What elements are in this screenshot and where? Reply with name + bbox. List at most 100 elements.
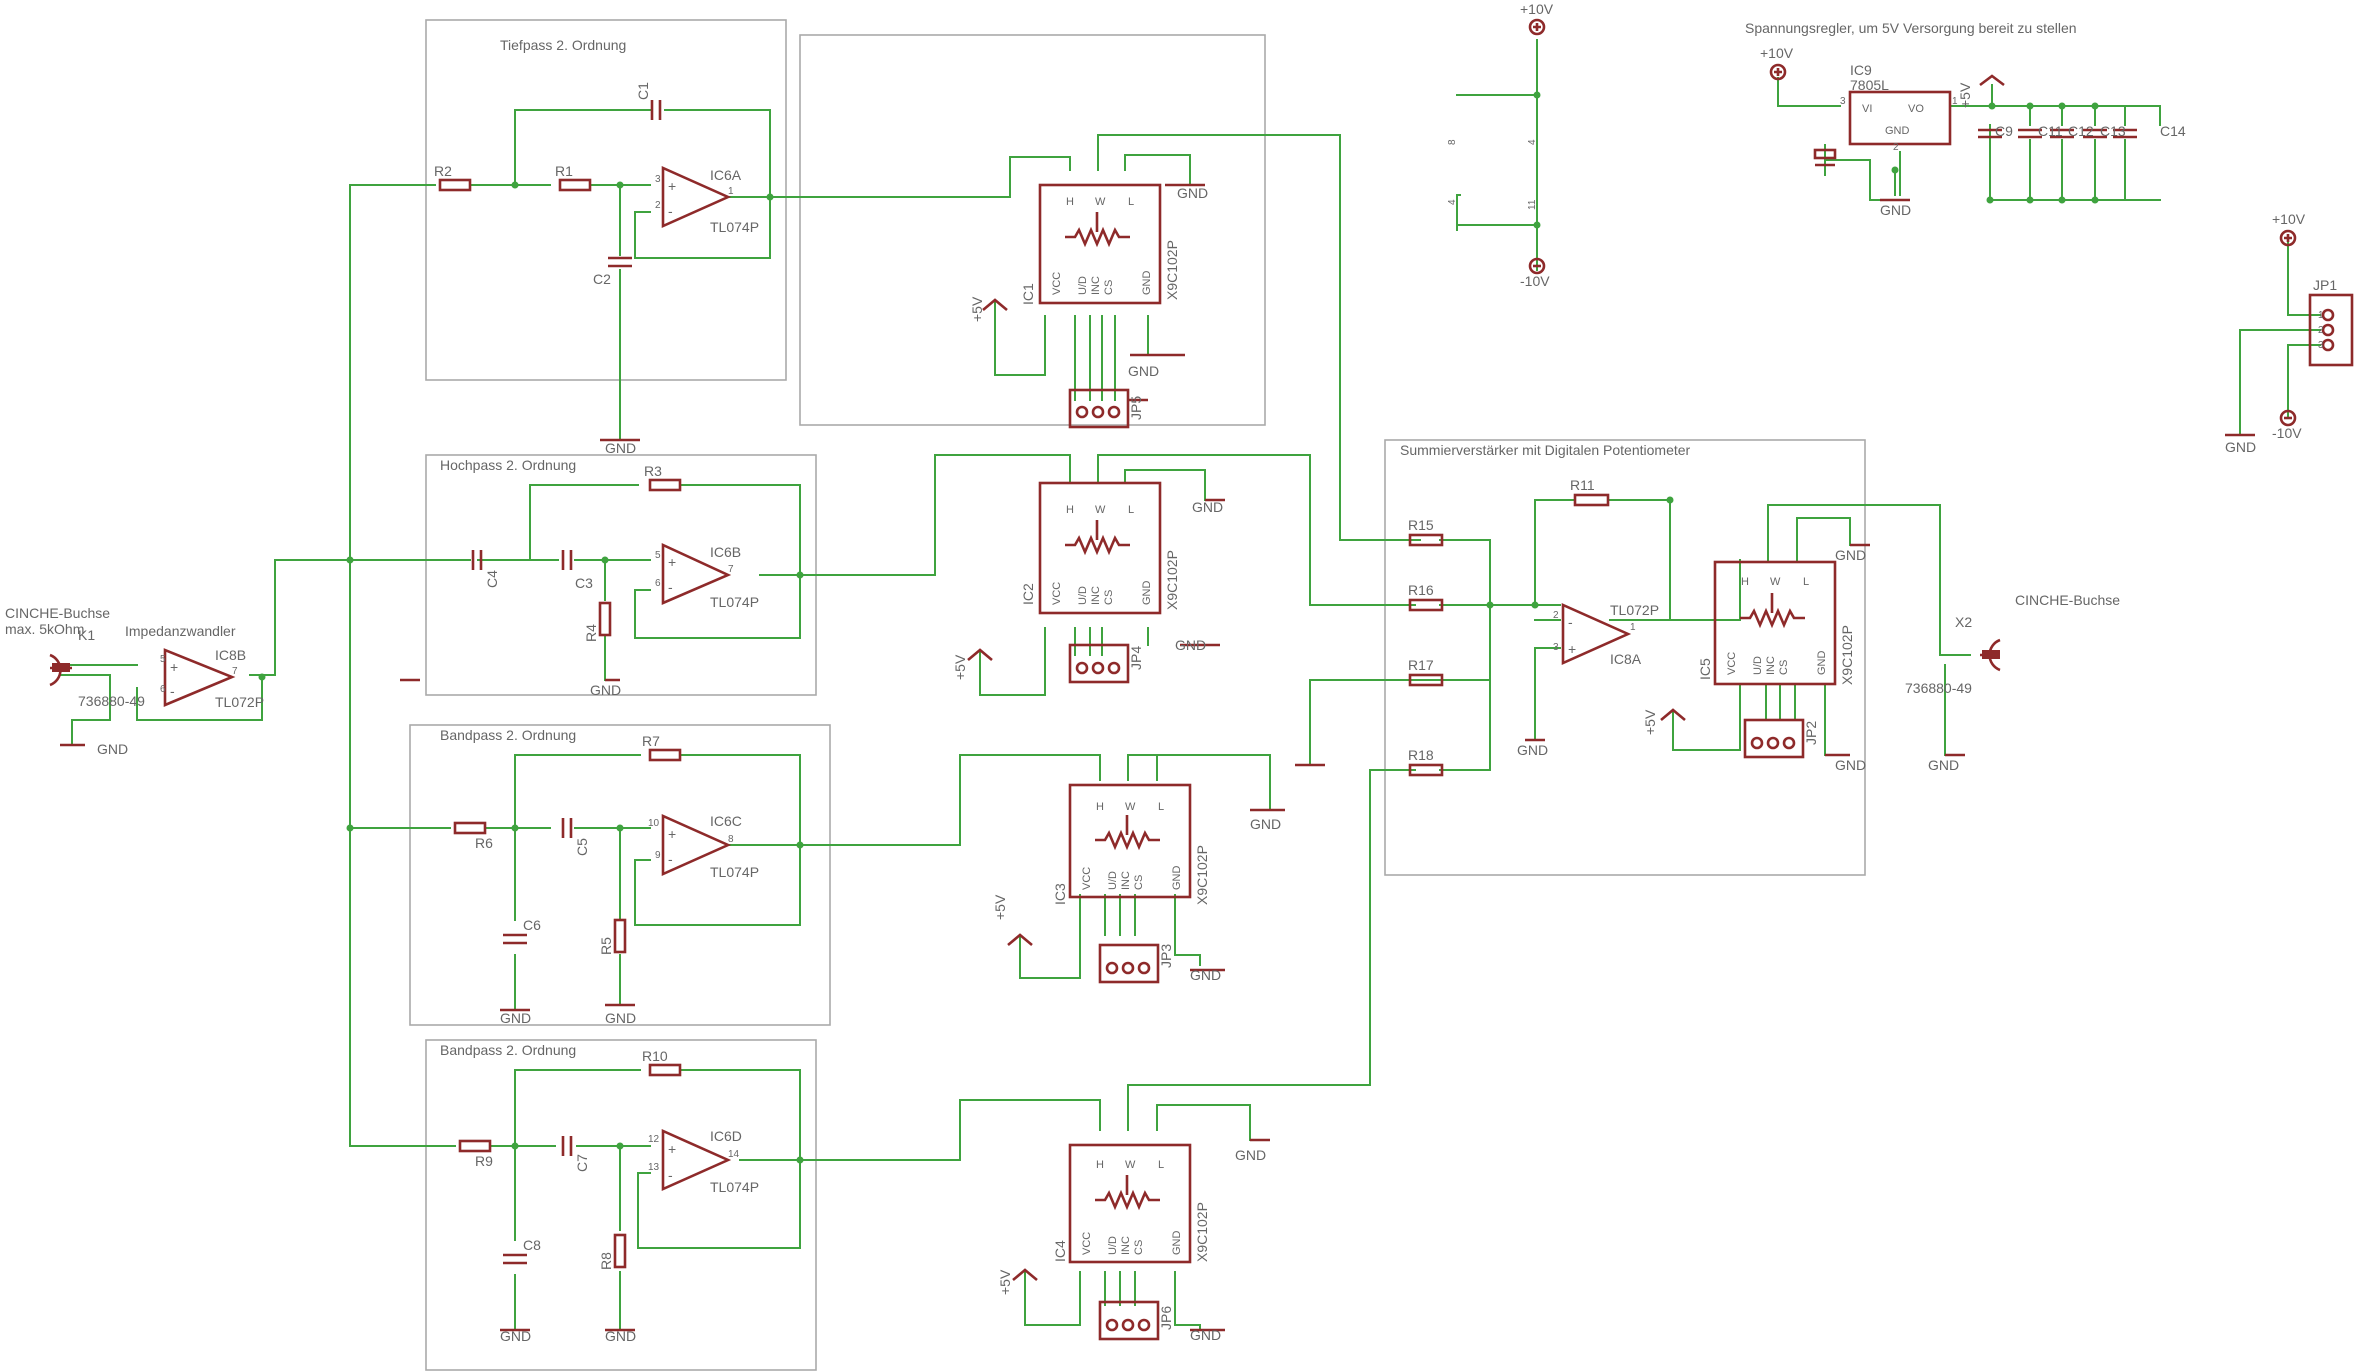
ic3-value: X9C102P <box>1194 845 1210 905</box>
k1-value: 736880-49 <box>78 693 145 709</box>
ic2-value: X9C102P <box>1164 550 1180 610</box>
gnd-label: GND <box>1175 637 1206 653</box>
pin-number: 1 <box>2318 310 2324 321</box>
pot-pin-vcc: VCC <box>1051 272 1063 295</box>
p5v-label: +5V <box>969 296 985 322</box>
gnd-label: GND <box>500 1328 531 1344</box>
r7-label: R7 <box>642 733 660 749</box>
c6-label: C6 <box>523 917 541 933</box>
pin-number: 11 <box>1527 199 1538 210</box>
opamp-minus: - <box>668 1167 673 1183</box>
c14-label: C14 <box>2160 123 2186 139</box>
pot-pin-vcc: VCC <box>1081 867 1093 890</box>
frames <box>409 19 1866 1371</box>
gnd-label: GND <box>1128 363 1159 379</box>
pin-number: 4 <box>1527 139 1538 145</box>
p5v-label: +5V <box>1957 82 1973 108</box>
pot-pin-cs: CS <box>1778 660 1790 675</box>
pin-number: 6 <box>655 578 661 589</box>
pot-pin-cs: CS <box>1133 1240 1145 1255</box>
pin-number: 5 <box>655 550 661 561</box>
pot-pin-h: H <box>1066 196 1074 208</box>
pot-pin-h: H <box>1096 1159 1104 1171</box>
gnd-label: GND <box>500 1010 531 1026</box>
pin-number: 4 <box>1447 199 1458 205</box>
gnd-label: GND <box>1235 1147 1266 1163</box>
ic1-value: X9C102P <box>1164 240 1180 300</box>
frame3-title: Bandpass 2. Ordnung <box>440 727 576 743</box>
frame2-title: Hochpass 2. Ordnung <box>440 457 576 473</box>
pin-number: 5 <box>160 654 166 665</box>
opamp-plus: + <box>668 178 676 194</box>
pot-pin-w: W <box>1095 504 1106 516</box>
pot-pin-w: W <box>1095 196 1106 208</box>
gnd-label: GND <box>1192 499 1223 515</box>
cinch-out-label: CINCHE-Buchse <box>2015 592 2120 608</box>
pot-pin-cs: CS <box>1133 875 1145 890</box>
r8-label: R8 <box>598 1252 614 1270</box>
opamp-minus: - <box>668 203 673 219</box>
pot-pin-ud: U/D <box>1752 656 1764 675</box>
pot-pin-inc: INC <box>1090 276 1102 295</box>
k1-label: K1 <box>78 627 95 643</box>
p10v-label: +10V <box>1760 45 1794 61</box>
opamp-minus: - <box>668 851 673 867</box>
ic4-label: IC4 <box>1052 1240 1068 1262</box>
c2-label: C2 <box>593 271 611 287</box>
pin-number: 1 <box>1630 622 1636 633</box>
gnd-label: GND <box>1250 816 1281 832</box>
gnd-label: GND <box>605 1010 636 1026</box>
pin-number: 3 <box>2318 340 2324 351</box>
c13-label: C13 <box>2100 123 2126 139</box>
pot-pin-ud: U/D <box>1077 586 1089 605</box>
resistors <box>438 178 1610 1269</box>
pin-number: 1 <box>728 186 734 197</box>
r1-label: R1 <box>555 163 573 179</box>
jp4-label: JP4 <box>1128 646 1144 670</box>
wires <box>59 39 2321 1331</box>
jp5-label: JP5 <box>1128 396 1144 420</box>
pot-pin-l: L <box>1803 576 1809 588</box>
pin-number: 14 <box>728 1149 740 1160</box>
pin-number: 2 <box>1553 610 1559 621</box>
c11-label: C11 <box>2038 123 2063 139</box>
ic8b-label: IC8B <box>215 647 246 663</box>
opamp-plus: + <box>668 826 676 842</box>
regulator-pin-vo: VO <box>1908 103 1924 115</box>
gnd-label: GND <box>1928 757 1959 773</box>
pin-number: 7 <box>728 564 734 575</box>
frame-sum-title: Summierverstärker mit Digitalen Potentio… <box>1400 442 1691 458</box>
pot-pin-gnd: GND <box>1171 1231 1183 1256</box>
gnd-label: GND <box>605 1328 636 1344</box>
ic9-label: IC9 <box>1850 62 1872 78</box>
pin-number: 7 <box>232 666 238 677</box>
pot-pin-l: L <box>1158 801 1164 813</box>
ic8b-value: TL072P <box>215 694 264 710</box>
pin-number: 9 <box>655 850 661 861</box>
gnd-label: GND <box>2225 439 2256 455</box>
c1-label: C1 <box>635 82 651 100</box>
c5-label: C5 <box>574 838 590 856</box>
pot-pin-gnd: GND <box>1141 271 1153 296</box>
p10v-label: +10V <box>1520 1 1554 17</box>
pot-ics <box>1038 183 1837 1264</box>
r16-label: R16 <box>1408 582 1434 598</box>
r3-label: R3 <box>644 463 662 479</box>
cinch-in-label: CINCHE-Buchse <box>5 605 110 621</box>
pot-pin-w: W <box>1125 1159 1136 1171</box>
p5v-label: +5V <box>992 894 1008 920</box>
pot-pin-inc: INC <box>1120 871 1132 890</box>
impedance-label: Impedanzwandler <box>125 623 236 639</box>
ic6b-label: IC6B <box>710 544 741 560</box>
ic3-label: IC3 <box>1052 883 1068 905</box>
opamp-minus: - <box>170 683 175 699</box>
gnd-label: GND <box>1835 547 1866 563</box>
pot-pin-inc: INC <box>1090 586 1102 605</box>
c7-label: C7 <box>574 1154 590 1172</box>
m10v-label: -10V <box>1520 273 1550 289</box>
ic6c-label: IC6C <box>710 813 742 829</box>
regulator-pin-gnd: GND <box>1885 125 1910 137</box>
r2-label: R2 <box>434 163 452 179</box>
x2-label: X2 <box>1955 614 1972 630</box>
ic6a-value: TL074P <box>710 219 759 235</box>
